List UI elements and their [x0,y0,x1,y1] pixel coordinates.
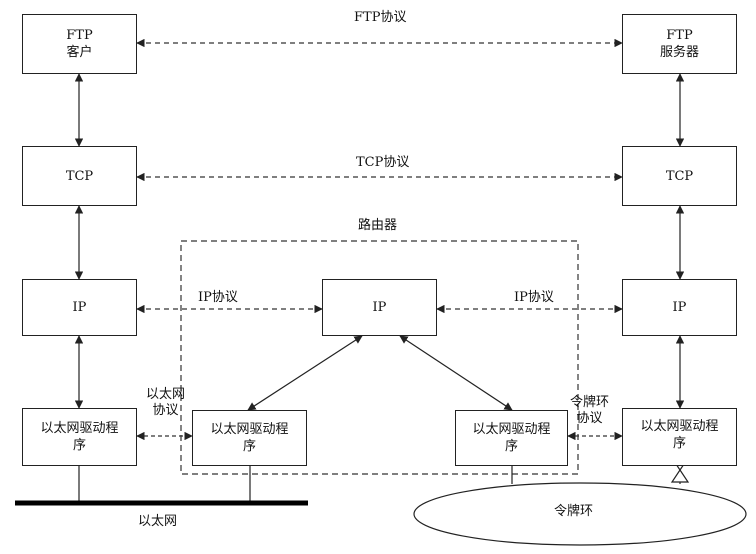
tcp-right-box: TCP [622,146,737,206]
ethernet-label: 以太网 [138,514,178,529]
tcp-protocol-label: TCP协议 [354,155,412,171]
token-ring-ellipse [413,482,747,546]
eth-driver-left-box: 以太网驱动程 序 [22,408,137,466]
box-line: 服务器 [659,45,699,60]
box-line: 序 [504,439,518,454]
ip-protocol-right-label: IP协议 [512,290,556,306]
box-line: 以太网驱动程 [472,422,551,437]
tr-driver-right-box: 以太网驱动程 序 [622,408,737,466]
label-line: 协议 [152,403,179,418]
tr-driver-router-box: 以太网驱动程 序 [455,410,568,466]
ip-left-box: IP [22,279,137,336]
box-line: 以太网驱动程 [40,421,119,436]
box-line: IP [372,300,387,315]
ethernet-protocol-label: 以太网 协议 [146,387,185,419]
ip-protocol-left-label: IP协议 [196,290,240,306]
label-line: 令牌环 [570,395,610,410]
router-label: 路由器 [356,218,400,234]
label-line: 以太网 [146,387,186,402]
box-line: FTP [66,28,93,43]
box-line: 序 [242,439,256,454]
ftp-client-box: FTP 客户 [22,14,137,74]
ftp-protocol-label: FTP协议 [352,10,409,26]
box-line: IP [72,300,87,315]
ftp-server-box: FTP 服务器 [622,14,737,74]
link-router-ip-tr [399,335,513,411]
box-line: 序 [72,438,86,453]
box-line: FTP [666,28,693,43]
box-line: 客户 [66,45,93,60]
ip-router-box: IP [322,279,437,336]
tcp-left-box: TCP [22,146,137,206]
box-line: IP [672,300,687,315]
label-line: 协议 [576,411,603,426]
box-line: 以太网驱动程 [640,419,719,434]
token-ring-label: 令牌环 [554,504,594,519]
box-line: 以太网驱动程 [210,422,289,437]
eth-driver-router-box: 以太网驱动程 序 [192,410,307,466]
router-frame [180,240,579,475]
box-line: 序 [672,436,686,451]
link-router-ip-eth [247,335,363,411]
ip-right-box: IP [622,279,737,336]
box-line: TCP [65,168,94,184]
box-line: TCP [665,168,694,184]
token-ring-protocol-label: 令牌环 协议 [570,395,609,427]
